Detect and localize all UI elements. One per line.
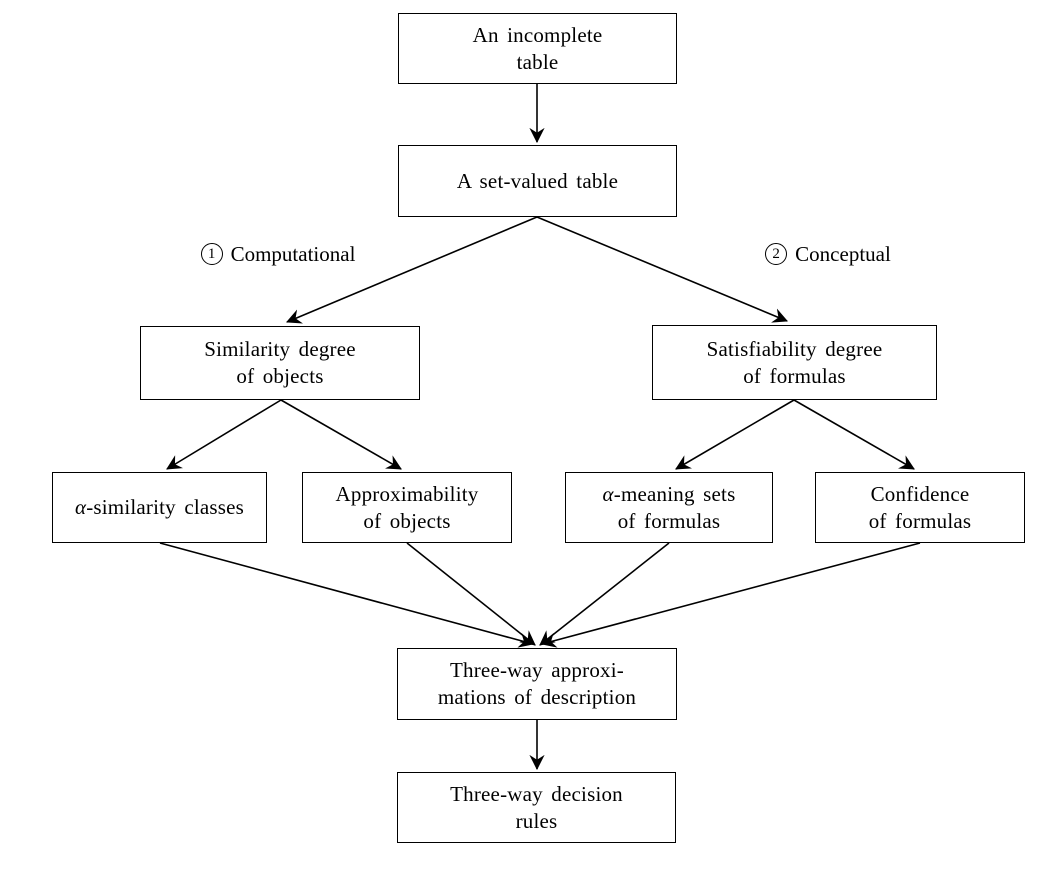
box-confidence: Confidence of formulas bbox=[815, 472, 1025, 543]
box-satisfiability-degree-label: Satisfiability degree of formulas bbox=[706, 336, 883, 388]
arrow-similarity-to-approximability bbox=[280, 399, 402, 470]
box-alpha-meaning-line2-text: of formulas bbox=[617, 508, 721, 533]
box-alpha-meaning-line1: α-meaning sets bbox=[603, 482, 736, 506]
arrow-alpha-meaning-to-approximations bbox=[539, 542, 670, 646]
arrow-setvalued-to-similarity bbox=[286, 216, 538, 324]
arrow-setvalued-to-satisfiability bbox=[536, 216, 788, 323]
box-satisfiability-degree: Satisfiability degree of formulas bbox=[652, 325, 937, 400]
box-confidence-label: Confidence of formulas bbox=[868, 481, 972, 533]
box-approximability-label: Approximability of objects bbox=[335, 481, 479, 533]
arrow-alpha-similarity-to-approximations bbox=[159, 542, 535, 648]
box-three-way-approximations: Three-way approxi- mations of descriptio… bbox=[397, 648, 677, 720]
box-incomplete-table-label: An incomplete table bbox=[472, 22, 603, 74]
box-set-valued-table: A set-valued table bbox=[398, 145, 677, 217]
branch-label-computational: 1 Computational bbox=[168, 239, 388, 269]
box-alpha-similarity-classes-label: α-similarity classes bbox=[75, 494, 244, 521]
circled-2-icon: 2 bbox=[765, 243, 788, 265]
box-similarity-degree-label: Similarity degree of objects bbox=[204, 337, 356, 388]
arrow-satisfiability-to-confidence bbox=[793, 399, 915, 470]
arrow-approximability-to-approximations bbox=[406, 542, 536, 646]
alpha-symbol: α bbox=[602, 481, 614, 506]
circled-1-icon: 1 bbox=[200, 243, 223, 265]
branch-label-conceptual: 2 Conceptual bbox=[738, 239, 918, 269]
box-alpha-similarity-classes-text: -similarity classes bbox=[86, 495, 245, 519]
arrow-confidence-to-approximations bbox=[540, 542, 921, 648]
box-three-way-rules: Three-way decision rules bbox=[397, 772, 676, 843]
box-similarity-degree: Similarity degree of objects bbox=[140, 326, 420, 400]
box-alpha-similarity-classes: α-similarity classes bbox=[52, 472, 267, 543]
box-three-way-approximations-label: Three-way approxi- mations of descriptio… bbox=[437, 658, 637, 709]
arrow-satisfiability-to-alpha-meaning bbox=[675, 399, 795, 470]
alpha-symbol: α bbox=[74, 495, 87, 519]
branch-label-conceptual-text: Conceptual bbox=[795, 241, 891, 266]
box-alpha-meaning-line1-text: -meaning sets bbox=[613, 481, 736, 506]
box-three-way-rules-label: Three-way decision rules bbox=[450, 781, 623, 833]
box-set-valued-table-label: A set-valued table bbox=[456, 168, 619, 193]
box-incomplete-table: An incomplete table bbox=[398, 13, 677, 84]
box-approximability: Approximability of objects bbox=[302, 472, 512, 543]
arrow-similarity-to-alpha-similarity bbox=[166, 399, 282, 470]
branch-label-computational-text: Computational bbox=[230, 241, 356, 266]
